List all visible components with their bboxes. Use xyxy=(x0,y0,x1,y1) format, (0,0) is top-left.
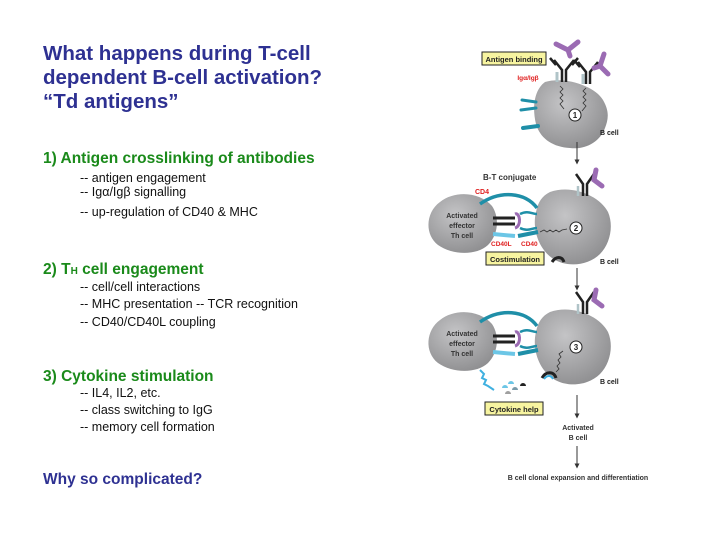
mhc-molecule-icon xyxy=(519,328,538,350)
section-1-bullet-1: -- antigen engagement xyxy=(80,171,206,185)
th-cell-2-label-2: effector xyxy=(449,223,475,230)
section-3-bullet-2: -- class switching to IgG xyxy=(80,403,213,417)
bcr-antibody-icon xyxy=(574,173,596,196)
activated-b-cell-label-2: B cell xyxy=(569,435,588,442)
signal-squiggle-icon xyxy=(539,228,568,233)
antigen-icon xyxy=(553,39,581,59)
step-1-number: 1 xyxy=(573,111,578,120)
th-cell-3-label-2: effector xyxy=(449,341,475,348)
antigen-icon xyxy=(591,167,605,189)
antigen-binding-box xyxy=(481,51,547,66)
th-cell-2-label-3: Th cell xyxy=(451,233,473,240)
cytokine-help-box xyxy=(484,401,544,416)
cd4-label: CD4 xyxy=(475,189,489,196)
signal-squiggle-icon xyxy=(559,85,565,110)
section-1-heading: 1) Antigen crosslinking of antibodies xyxy=(43,150,315,167)
tcr-icon xyxy=(493,216,515,226)
section-1-bullet-3: -- up-regulation of CD40 & MHC xyxy=(80,205,258,219)
cd40-molecule-icon xyxy=(517,230,539,238)
section-2-heading-subscript: H xyxy=(70,266,78,277)
b-cell-3-label: B cell xyxy=(600,379,619,386)
section-1-bullet-2: -- Igα/Igβ signalling xyxy=(80,185,187,199)
title-line-2: dependent B-cell activation? xyxy=(43,66,323,89)
b-cell-2-label: B cell xyxy=(600,259,619,266)
antigen-icon xyxy=(591,51,611,77)
bt-conjugate-label: B-T conjugate xyxy=(483,173,537,182)
stage-2-bt-conjugate: B-T conjugate CD4 Activated effector Th … xyxy=(428,167,619,266)
th-cell-3-label-1: Activated xyxy=(446,331,478,338)
signal-squiggle-icon xyxy=(581,87,587,112)
bcr-antibody-icon xyxy=(549,57,603,84)
closing-question: Why so complicated? xyxy=(43,471,203,488)
cd4-molecule-icon xyxy=(478,310,539,328)
section-3-heading: 3) Cytokine stimulation xyxy=(43,368,214,385)
cytokine-receptor-icon xyxy=(540,371,558,379)
b-cell-1-label: B cell xyxy=(600,130,619,137)
th-cell-3-label-3: Th cell xyxy=(451,351,473,358)
clonal-expansion-label: B cell clonal expansion and differentiat… xyxy=(508,475,648,482)
cd40-molecule-icon xyxy=(517,348,539,356)
title-line-1: What happens during T-cell xyxy=(43,42,311,65)
section-2-bullet-1: -- cell/cell interactions xyxy=(80,280,201,294)
stage-3-cytokine-help: Activated effector Th cell 3 Cytokine he… xyxy=(428,287,619,416)
cytokine-molecules-icon xyxy=(502,381,526,394)
cd40l-molecule-icon xyxy=(492,232,516,238)
costimulation-label: Costimulation xyxy=(490,255,540,264)
stage-1-antigen-binding: Antigen binding Igα/Igβ 1 B cell xyxy=(481,39,619,149)
iga-igb-icon xyxy=(555,72,585,84)
mhc-peptide-icon xyxy=(514,330,521,348)
mhc-molecule-icon xyxy=(519,210,538,232)
activated-b-cell-label-1: Activated xyxy=(562,425,594,432)
slide-title: What happens during T-cell dependent B-c… xyxy=(43,42,322,114)
section-2-bullet-2: -- MHC presentation -- TCR recognition xyxy=(80,297,298,311)
bcr-antibody-icon xyxy=(574,291,596,314)
section-2-bullet-3: -- CD40/CD40L coupling xyxy=(80,315,216,329)
step-1-marker xyxy=(568,108,582,122)
section-3-bullet-3: -- memory cell formation xyxy=(80,420,215,434)
cd4-molecule-icon xyxy=(478,192,539,210)
th-cell-2-body xyxy=(428,194,497,253)
step-2-number: 2 xyxy=(574,224,579,233)
mhc-peptide-icon xyxy=(514,212,521,230)
section-2-heading: 2) TH cell engagement xyxy=(43,261,204,279)
cytokine-secretion-arrow-icon xyxy=(479,369,495,391)
cytokine-help-label: Cytokine help xyxy=(489,405,539,414)
costimulation-box xyxy=(485,251,545,266)
tcr-icon xyxy=(493,334,515,344)
teal-receptor-icon xyxy=(521,124,540,130)
cytokine-receptor-icon xyxy=(550,256,566,263)
cd40l-label: CD40L xyxy=(491,241,512,248)
cd40l-molecule-icon xyxy=(492,350,516,356)
signal-squiggle-icon xyxy=(555,350,564,373)
step-3-marker xyxy=(569,340,583,354)
teal-receptor-icon xyxy=(519,98,538,112)
iga-igb-label: Igα/Igβ xyxy=(517,75,538,82)
antigen-icon xyxy=(591,287,605,309)
step-3-number: 3 xyxy=(574,343,579,352)
cd40-label: CD40 xyxy=(521,241,538,248)
step-2-marker xyxy=(569,221,583,235)
section-2-heading-suffix: cell engagement xyxy=(77,261,204,278)
antigen-binding-label: Antigen binding xyxy=(485,55,542,64)
b-cell-activation-diagram: Antigen binding Igα/Igβ 1 B cell B-T con… xyxy=(428,39,648,482)
bound-cytokine-icon xyxy=(543,375,554,380)
th-cell-2-label-1: Activated xyxy=(446,213,478,220)
section-2-heading-prefix: 2) T xyxy=(43,261,71,278)
title-line-3: “Td antigens” xyxy=(43,90,179,113)
th-cell-3-body xyxy=(428,312,497,371)
section-3-bullet-1: -- IL4, IL2, etc. xyxy=(80,386,161,400)
